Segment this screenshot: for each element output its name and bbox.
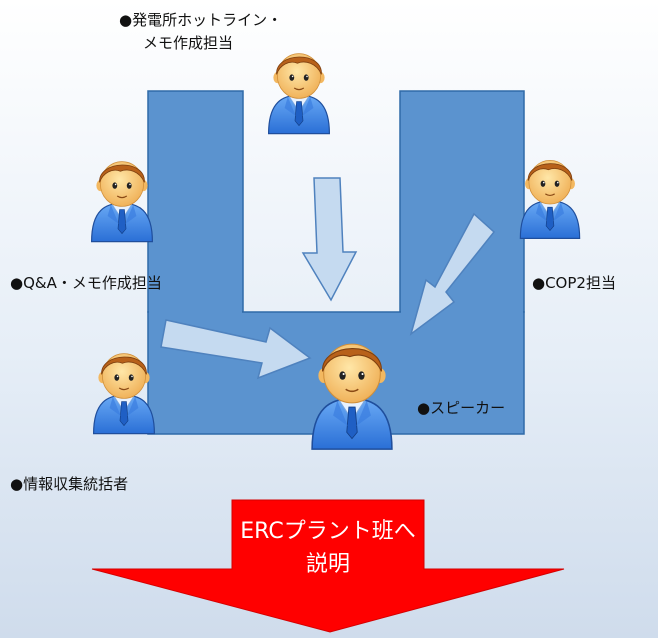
label-info: ●情報収集統括者 (10, 475, 129, 493)
person-icon-qa (90, 161, 153, 243)
table-left-column (147, 90, 244, 313)
person-icon-hotline (268, 52, 330, 135)
big-arrow-label-line2: 説明 (305, 552, 350, 577)
label-hotline-line2: メモ作成担当 (143, 34, 234, 52)
person-icon-info (92, 353, 155, 435)
label-qa: ●Q&A・メモ作成担当 (10, 274, 162, 292)
flow-arrow-top (301, 177, 358, 302)
flow-arrow-left (160, 319, 312, 380)
big-red-arrow (91, 499, 565, 633)
flow-arrow-right (409, 212, 496, 336)
table-right-column (399, 90, 525, 313)
big-arrow-label-line1: ERCプラント班へ (240, 519, 416, 544)
label-speaker: ●スピーカー (417, 399, 506, 417)
label-hotline-line1: ●発電所ホットライン・ (119, 11, 283, 29)
person-icon-cop2 (519, 159, 581, 239)
label-cop2: ●COP2担当 (532, 274, 616, 292)
